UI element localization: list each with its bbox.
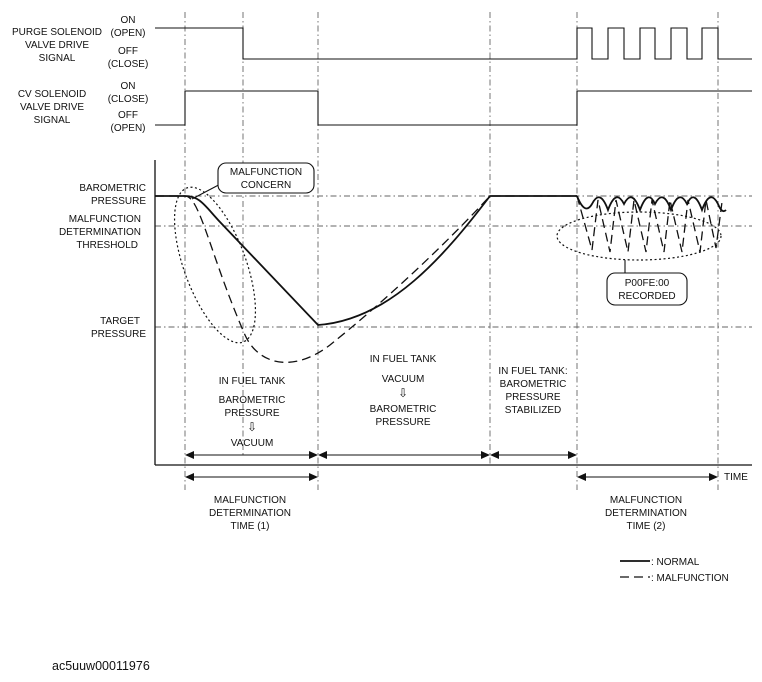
legend: : NORMAL : MALFUNCTION (620, 557, 729, 584)
phase-1-line-3: PRESSURE (224, 408, 279, 419)
phase-3-description: IN FUEL TANK: BAROMETRIC PRESSURE STABIL… (498, 366, 567, 416)
time-2-label: MALFUNCTION DETERMINATION TIME (2) (605, 495, 687, 532)
purge-signal-name-3: SIGNAL (39, 53, 76, 64)
phase-3-arrow-right-icon (568, 451, 577, 459)
cv-on-sublabel: (CLOSE) (108, 94, 149, 105)
time-1-arrow-right-icon (309, 473, 318, 481)
malfunction-concern-ellipse (173, 186, 257, 344)
dtc-recorded-box (606, 272, 688, 306)
malfunction-concern-text-1: MALFUNCTION (230, 167, 302, 178)
purge-signal-name-2: VALVE DRIVE (25, 40, 89, 51)
pressure-graph-axes (154, 160, 752, 466)
threshold-label-2: DETERMINATION (59, 227, 141, 238)
dtc-recorded-text: RECORDED (618, 291, 675, 302)
phase-1-description: IN FUEL TANK BAROMETRIC PRESSURE ⇩ VACUU… (219, 376, 286, 449)
malfunction-oscillation (576, 195, 723, 253)
barometric-label-2: PRESSURE (91, 196, 146, 207)
dtc-recorded-callout: P00FE:00 RECORDED (556, 211, 722, 306)
phase-2-line-2: VACUUM (382, 374, 425, 385)
time-2-arrow-left-icon (577, 473, 586, 481)
target-label-1: TARGET (100, 316, 140, 327)
normal-oscillation (576, 195, 727, 213)
cv-signal-name-3: SIGNAL (34, 115, 71, 126)
phase-span-arrows (185, 451, 577, 459)
cv-off-sublabel: (OPEN) (111, 123, 146, 134)
phase-3-line-2: BAROMETRIC (500, 379, 567, 390)
legend-malfunction-label: : MALFUNCTION (651, 573, 729, 584)
target-label-2: PRESSURE (91, 329, 146, 340)
determination-time-arrows (185, 473, 718, 481)
time-markers (184, 12, 719, 490)
threshold-label-3: THRESHOLD (76, 240, 138, 251)
phase-2-arrow-icon: ⇩ (398, 386, 408, 400)
time-2-arrow-right-icon (709, 473, 718, 481)
time-1-label: MALFUNCTION DETERMINATION TIME (1) (209, 495, 291, 532)
phase-3-line-1: IN FUEL TANK: (498, 366, 567, 377)
time-1-arrow-left-icon (185, 473, 194, 481)
threshold-label-1: MALFUNCTION (69, 214, 141, 225)
purge-on-label: ON (121, 15, 136, 26)
pressure-level-labels: BAROMETRIC PRESSURE MALFUNCTION DETERMIN… (59, 183, 146, 340)
figure-id: ac5uuw00011976 (52, 659, 150, 673)
cv-on-label: ON (121, 81, 136, 92)
purge-signal-waveform (155, 27, 752, 60)
malfunction-concern-callout: MALFUNCTION CONCERN (173, 162, 315, 344)
phase-2-arrow-left-icon (318, 451, 327, 459)
malfunction-concern-text-2: CONCERN (241, 180, 292, 191)
barometric-label-1: BAROMETRIC (79, 183, 146, 194)
cv-signal-waveform (155, 90, 752, 126)
phase-1-arrow-left-icon (185, 451, 194, 459)
normal-pressure-curve (155, 195, 577, 326)
time-1-line-2: DETERMINATION (209, 508, 291, 519)
phase-1-line-2: BAROMETRIC (219, 395, 286, 406)
purge-signal-name-1: PURGE SOLENOID (12, 27, 102, 38)
purge-off-sublabel: (CLOSE) (108, 59, 149, 70)
cv-off-label: OFF (118, 110, 138, 121)
phase-1-line-1: IN FUEL TANK (219, 376, 286, 387)
phase-1-arrow-right-icon (309, 451, 318, 459)
time-2-line-3: TIME (2) (627, 521, 666, 532)
phase-2-line-4: BAROMETRIC (370, 404, 437, 415)
purge-on-sublabel: (OPEN) (111, 28, 146, 39)
time-1-line-3: TIME (1) (231, 521, 270, 532)
purge-signal: PURGE SOLENOID VALVE DRIVE SIGNAL ON (OP… (12, 15, 752, 70)
legend-normal-label: : NORMAL (651, 557, 700, 568)
phase-3-line-4: STABILIZED (505, 405, 562, 416)
pressure-reference-lines (155, 195, 752, 328)
phase-2-description: IN FUEL TANK VACUUM ⇩ BAROMETRIC PRESSUR… (370, 354, 437, 428)
phase-1-arrow-icon: ⇩ (247, 420, 257, 434)
cv-signal: CV SOLENOID VALVE DRIVE SIGNAL ON (CLOSE… (18, 81, 752, 134)
phase-3-arrow-left-icon (490, 451, 499, 459)
time-2-line-1: MALFUNCTION (610, 495, 682, 506)
malfunction-concern-box (217, 162, 315, 194)
time-axis-label: TIME (724, 472, 748, 483)
phase-2-arrow-right-icon (481, 451, 490, 459)
cv-signal-name-1: CV SOLENOID (18, 89, 86, 100)
phase-3-line-3: PRESSURE (505, 392, 560, 403)
malfunction-pressure-curve (155, 195, 577, 363)
phase-2-line-5: PRESSURE (375, 417, 430, 428)
purge-off-label: OFF (118, 46, 138, 57)
cv-signal-name-2: VALVE DRIVE (20, 102, 84, 113)
phase-2-line-1: IN FUEL TANK (370, 354, 437, 365)
dtc-code: P00FE:00 (625, 278, 670, 289)
dtc-recorded-ellipse (556, 211, 722, 261)
phase-1-line-5: VACUUM (231, 438, 274, 449)
time-1-line-1: MALFUNCTION (214, 495, 286, 506)
time-2-line-2: DETERMINATION (605, 508, 687, 519)
